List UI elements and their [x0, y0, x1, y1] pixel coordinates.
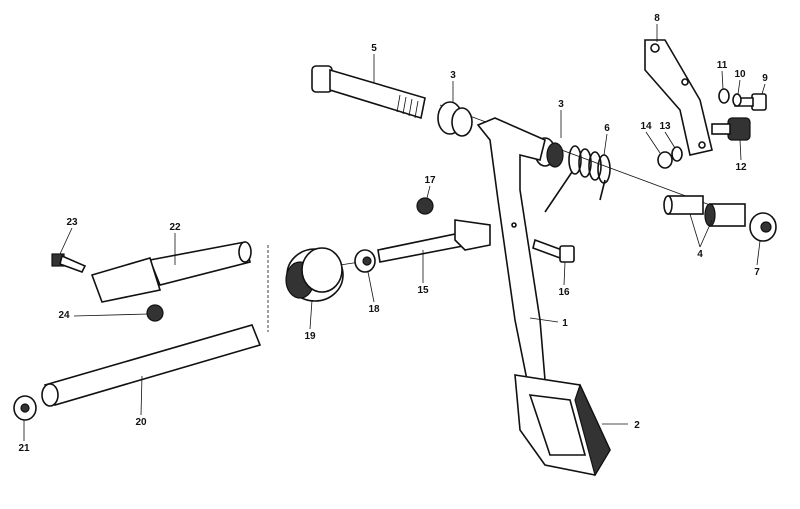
- callout-6: 6: [604, 123, 610, 134]
- part-15-threaded-rod: [377, 219, 491, 263]
- callout-11: 11: [717, 60, 728, 71]
- part-6-return-spring: [544, 145, 611, 213]
- part-8-bracket: [644, 39, 713, 156]
- part-16-bolt: [532, 238, 575, 263]
- callout-7: 7: [754, 267, 760, 278]
- callout-24: 24: [58, 310, 70, 321]
- callout-15: 15: [417, 285, 429, 296]
- callout-13: 13: [659, 121, 671, 132]
- part-7-nut: [749, 212, 777, 242]
- callout-20: 20: [135, 417, 147, 428]
- part-1-pedal-arm: [476, 117, 546, 387]
- callout-17: 17: [424, 175, 436, 186]
- part-23-bolt: [51, 253, 87, 273]
- callout-19: 19: [304, 331, 316, 342]
- part-2-pedal-pad: [514, 374, 611, 477]
- callout-23: 23: [66, 217, 78, 228]
- part-22-clevis-rod: [90, 241, 252, 303]
- callout-9: 9: [762, 73, 768, 84]
- callout-4: 4: [697, 249, 703, 260]
- part-17-nut: [416, 197, 434, 215]
- callout-3-left: 3: [450, 70, 456, 81]
- callout-14: 14: [640, 121, 652, 132]
- callout-1: 1: [562, 318, 568, 329]
- part-12-switch: [711, 117, 751, 141]
- part-24-nut: [146, 304, 164, 322]
- callout-12: 12: [735, 162, 747, 173]
- part-11-washer: [718, 88, 730, 104]
- callout-2: 2: [634, 420, 640, 431]
- callout-21: 21: [18, 443, 30, 454]
- part-14-nut: [657, 151, 673, 169]
- part-4-bush-a: [663, 195, 704, 215]
- callout-3-right: 3: [558, 99, 564, 110]
- callout-18: 18: [368, 304, 380, 315]
- leader-lines: [23, 24, 766, 441]
- part-20-push-rod: [41, 324, 262, 407]
- part-10-washer: [732, 93, 742, 107]
- callout-8: 8: [654, 13, 660, 24]
- part-18-nut: [354, 249, 376, 273]
- part-3-bush-left: [437, 101, 473, 137]
- part-21-nut: [13, 395, 37, 421]
- callout-10: 10: [734, 69, 746, 80]
- callout-5: 5: [371, 43, 377, 54]
- callout-16: 16: [558, 287, 570, 298]
- part-4-bush-b: [704, 203, 746, 227]
- part-19-rubber-boot: [285, 247, 344, 302]
- part-13-washer: [671, 146, 683, 162]
- callout-22: 22: [169, 222, 181, 233]
- part-5-pivot-bolt: [311, 65, 426, 120]
